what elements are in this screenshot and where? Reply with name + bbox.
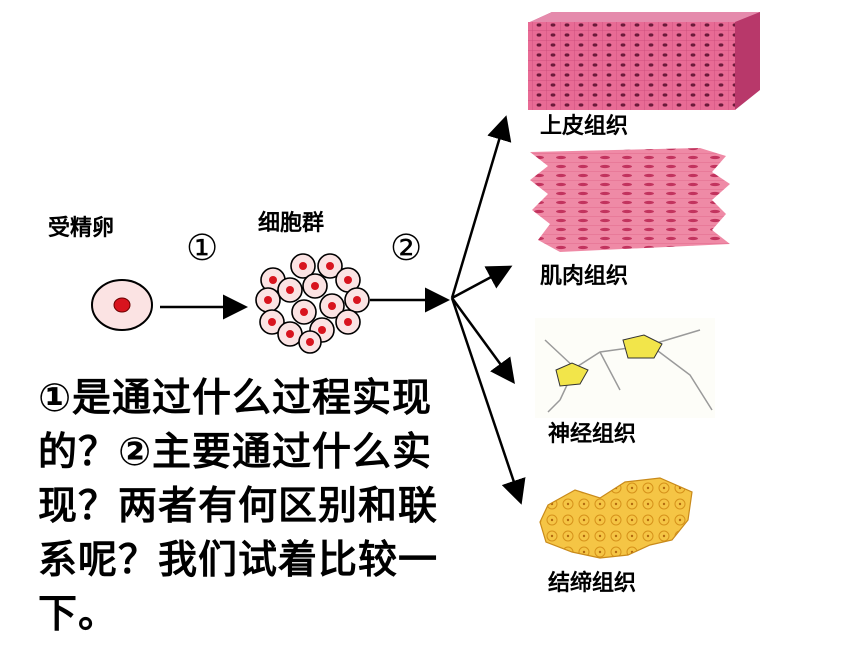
tissue-label-epithelial: 上皮组织: [540, 114, 629, 139]
step-2-marker: ②: [390, 228, 423, 269]
tissue-label-connective: 结缔组织: [548, 571, 637, 596]
tissue-label-muscle: 肌肉组织: [540, 264, 629, 289]
cell-mass-icon: [255, 253, 370, 354]
muscle-tissue-image: [530, 148, 730, 252]
branch-arrows: [450, 115, 526, 505]
nervous-tissue-image: [535, 318, 715, 418]
tissue-label-nervous: 神经组织: [548, 422, 637, 447]
connective-tissue-image: [539, 477, 693, 559]
epithelial-tissue-image: [528, 12, 760, 110]
fertilized-egg-label: 受精卵: [48, 216, 115, 241]
question-text: ①是通过什么过程实现的？②主要通过什么实现？两者有何区别和联系呢？我们试着比较一…: [38, 376, 439, 637]
cell-mass-label: 细胞群: [258, 211, 325, 236]
fertilized-egg-icon: [91, 279, 153, 331]
step-1-marker: ①: [186, 228, 219, 269]
